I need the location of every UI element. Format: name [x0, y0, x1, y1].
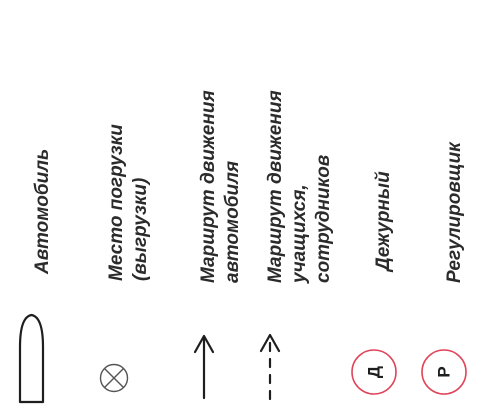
- label-duty-officer: Дежурный: [373, 171, 394, 273]
- car-outline-icon: [18, 313, 45, 404]
- duty-officer-circle-icon: Д: [351, 349, 397, 395]
- label-traffic-controller: Регулировщик: [444, 141, 465, 283]
- label-vehicle-route: Маршрут движения автомобиля: [198, 85, 243, 283]
- traffic-controller-circle-icon: Р: [421, 349, 467, 395]
- label-car: Автомобиль: [32, 149, 53, 275]
- duty-officer-letter: Д: [365, 366, 384, 378]
- pedestrian-route-dashed-arrow-icon: [259, 333, 281, 401]
- vehicle-route-arrow-icon: [193, 334, 215, 400]
- traffic-controller-letter: Р: [435, 366, 454, 377]
- loading-place-icon: [99, 363, 129, 393]
- label-loading-place: Место погрузки (выгрузки): [106, 119, 151, 281]
- label-pedestrian-route: Маршрут движения учащихся, сотрудников: [265, 85, 334, 284]
